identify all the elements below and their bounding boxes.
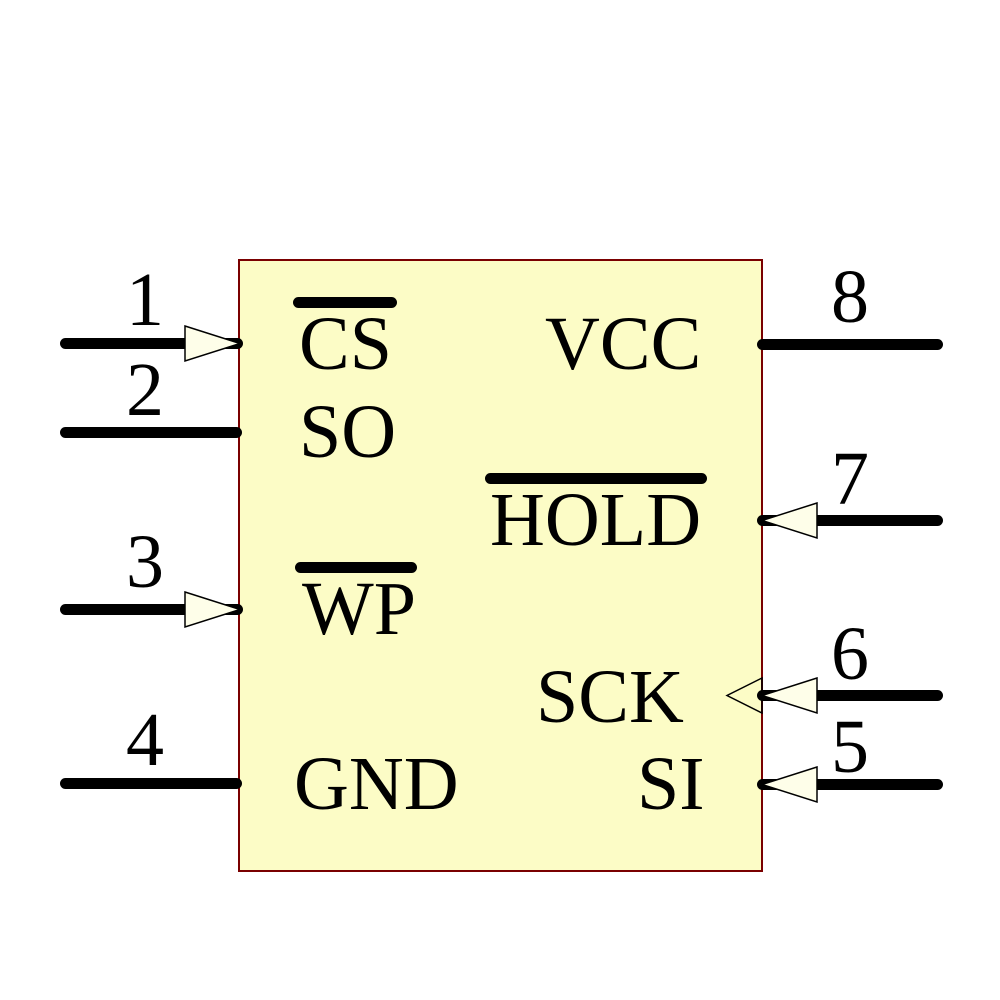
pin-8-label: VCC [545, 302, 702, 386]
pin-6-clock-arrow-icon [725, 676, 763, 715]
pin-5-wire [757, 779, 943, 790]
pin-4-number: 4 [126, 698, 164, 782]
pin-3-label: WP [302, 567, 416, 651]
pin-1-label: CS [299, 302, 392, 386]
pin-2-wire [60, 427, 242, 438]
pin-5-label: SI [637, 742, 705, 826]
pin-2-label: SO [299, 390, 397, 474]
pin-1-wire [60, 338, 243, 349]
pin-3-wire [60, 604, 243, 615]
pin-8-wire [757, 339, 943, 350]
pin-7-active-low-overline [485, 473, 707, 484]
pin-8-number: 8 [831, 255, 869, 339]
pin-6-label: SCK [536, 655, 684, 739]
pin-1-input-arrow-icon [184, 324, 243, 363]
pin-6-number: 6 [831, 612, 869, 696]
pin-7-input-arrow-icon [759, 501, 818, 540]
pin-2-number: 2 [126, 348, 164, 432]
pin-3-active-low-overline [295, 562, 417, 573]
pin-4-wire [60, 778, 242, 789]
pin-7-number: 7 [831, 437, 869, 521]
pin-5-number: 5 [831, 705, 869, 789]
pin-7-wire [757, 515, 943, 526]
pin-5-input-arrow-icon [759, 765, 818, 804]
pin-3-input-arrow-icon [184, 590, 243, 629]
pin-1-active-low-overline [293, 297, 397, 308]
pin-6-wire [757, 690, 943, 701]
pin-6-input-arrow-icon [759, 676, 818, 715]
pin-4-label: GND [294, 742, 459, 826]
pin-3-number: 3 [126, 520, 164, 604]
pin-1-number: 1 [126, 258, 164, 342]
pin-7-label: HOLD [490, 478, 702, 562]
